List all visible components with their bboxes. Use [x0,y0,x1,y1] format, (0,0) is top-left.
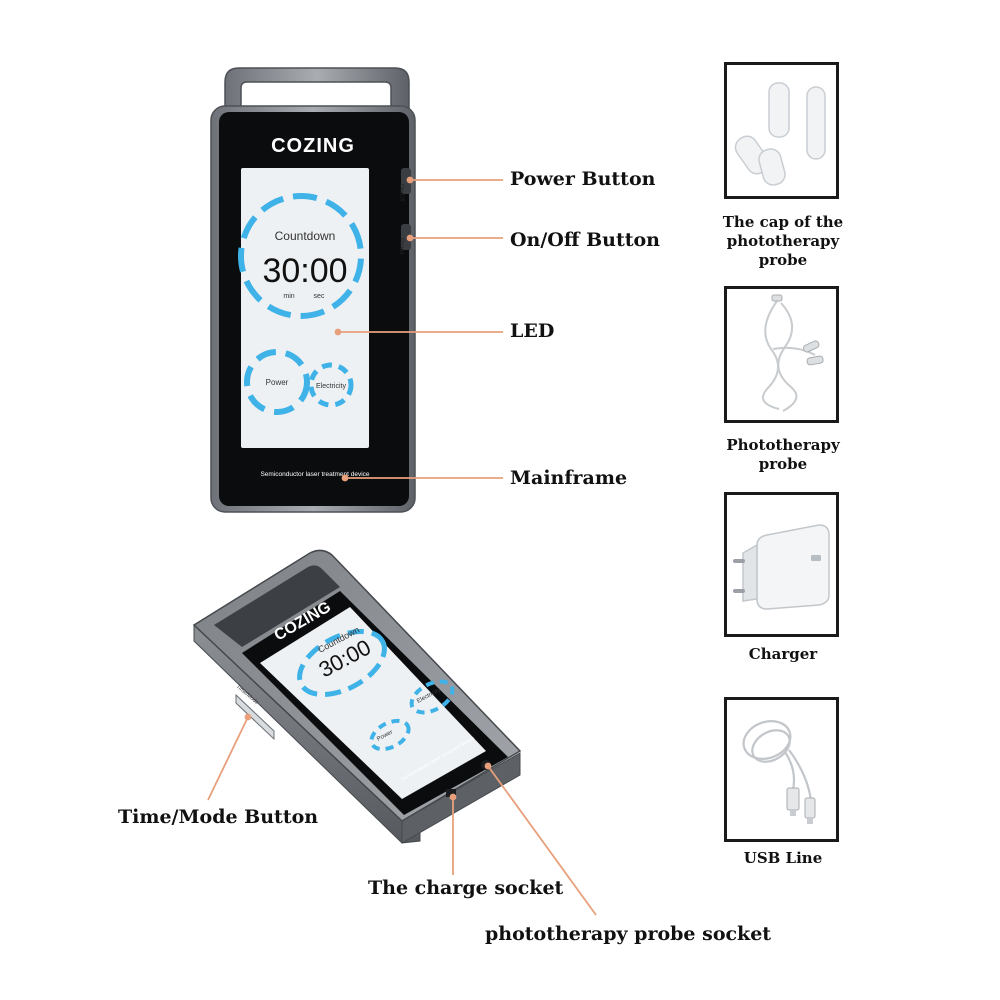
svg-text:min: min [283,293,294,300]
mainframe-label: Mainframe [510,467,628,489]
caption-usb-line: USB Line [743,849,823,867]
charge-socket-label: The charge socket [368,877,564,899]
caption-probe-cable: Phototherapy probe [726,436,840,473]
countdown-value: 30:00 [262,252,347,290]
led-label: LED [510,320,555,342]
accessory-charger [724,492,839,637]
led-display-3d [260,607,486,799]
accessory-probe-cap [724,62,839,199]
time-mode-button-label: Time/Mode Button [118,806,319,828]
led-display [241,168,369,448]
probe-socket-label: phototherapy probe socket [485,923,772,945]
onoff-button [401,224,411,250]
accessory-probe-cable [724,286,839,423]
probe-cable-icon [762,294,824,412]
device-front: COZING Countdown 30:00 min sec Power Ele… [210,67,416,513]
svg-text:sec: sec [314,293,325,300]
svg-text:On/Off: On/Off [398,184,404,202]
power-button-label: Power Button [510,168,656,190]
onoff-button-label: On/Off Button [510,229,660,251]
device-angled: COZING Countdown 30:00 Power Electricity… [192,549,522,844]
countdown-title: Countdown [275,229,336,243]
electricity-indicator-label: Electricity [316,383,346,390]
charger-icon [733,524,830,610]
probe-cap-icon [734,82,826,186]
svg-text:Power: Power [398,238,404,255]
device-footer-text: Semiconductor laser treatment device [260,471,369,478]
caption-charger: Charger [748,645,818,663]
time-mode-button [235,693,275,741]
power-indicator-label: Power [266,378,289,387]
brand-logo: COZING [271,135,355,157]
caption-probe-cap: The cap of the phototherapy probe [722,213,844,269]
accessory-usb-line [724,697,839,842]
power-button [401,168,411,194]
usb-cable-icon [742,720,816,824]
charge-socket [446,789,456,797]
